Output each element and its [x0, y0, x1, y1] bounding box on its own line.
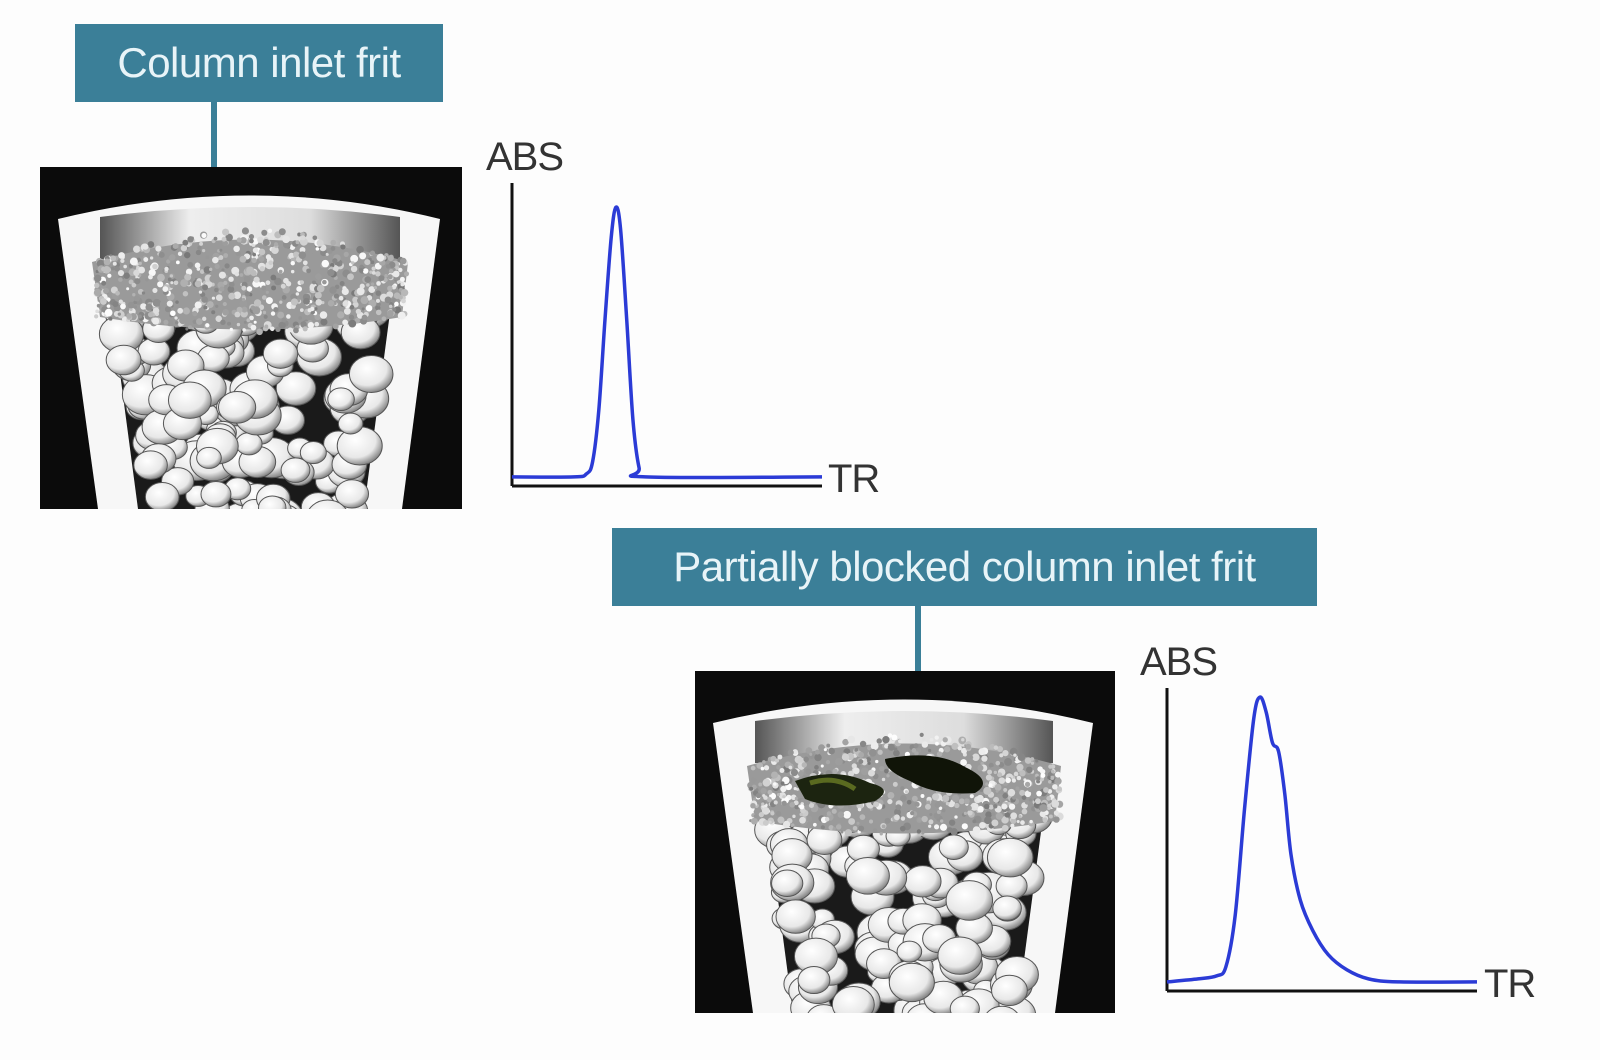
chromatogram-clean [510, 183, 823, 488]
x-axis-label: TR [1484, 962, 1536, 1006]
chromatogram-trace [1166, 695, 1478, 984]
column-illustration-blocked [695, 671, 1115, 1013]
label-partially-blocked-frit: Partially blocked column inlet frit [612, 528, 1317, 606]
blocked-frit [747, 732, 1064, 837]
frit [92, 227, 410, 336]
x-axis-label: TR [828, 457, 880, 501]
y-axis-label: ABS [1140, 640, 1218, 684]
chromatogram-blocked [1165, 688, 1478, 993]
chromatogram-trace [511, 205, 823, 480]
label-column-inlet-frit: Column inlet frit [75, 24, 443, 102]
y-axis-label: ABS [486, 135, 564, 179]
label-text: Column inlet frit [117, 39, 401, 86]
column-illustration-clean [40, 167, 462, 509]
label-text: Partially blocked column inlet frit [673, 543, 1256, 590]
